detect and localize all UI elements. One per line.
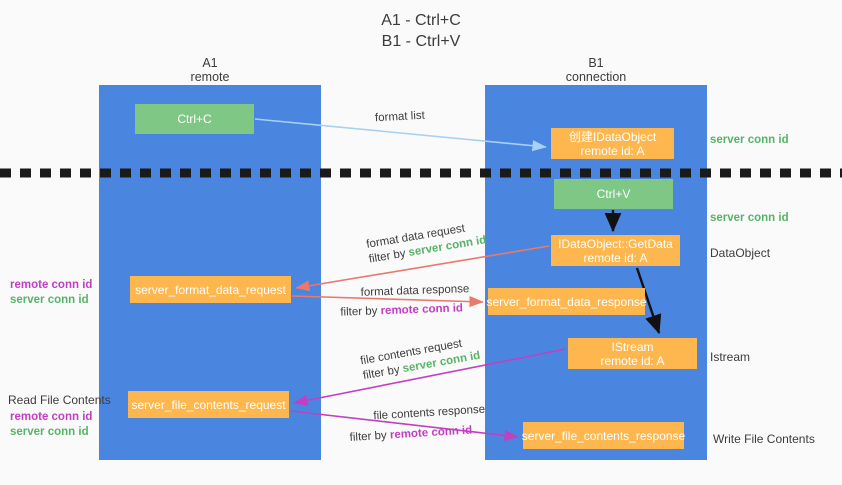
page-title: A1 - Ctrl+C B1 - Ctrl+V [0, 10, 842, 52]
filter-remote-conn-id-1: remote conn id [380, 302, 464, 318]
node-istream-label: IStream [611, 339, 654, 354]
annotation-server-conn-id-top: server conn id [710, 134, 789, 146]
panel-header-b1: B1 connection [485, 56, 707, 84]
panel-header-a1-name: A1 [202, 56, 218, 70]
node-ctrl-c[interactable]: Ctrl+C [135, 104, 254, 134]
node-ctrl-c-label: Ctrl+C [177, 112, 212, 126]
annotation-remote-conn-id-2: remote conn id [10, 411, 93, 423]
annotation-write-file-contents: Write File Contents [713, 432, 815, 446]
edge-label-file-contents-response-line1: file contents response [373, 403, 486, 423]
node-idataobject-getdata-label: IDataObject::GetData [558, 236, 673, 251]
edge-label-file-contents-response: file contents response filter by remote … [349, 403, 487, 445]
node-server-format-data-request[interactable]: server_format_data_request [130, 276, 291, 303]
panel-header-a1: A1 remote [99, 56, 321, 84]
panel-header-b1-sub: connection [565, 70, 627, 84]
node-create-idataobject-sub: remote id: A [580, 143, 645, 158]
filter-by-prefix-2: filter by [340, 305, 381, 319]
annotation-istream: Istream [710, 350, 751, 364]
panel-header-b1-name: B1 [588, 56, 604, 70]
title-line-2: B1 - Ctrl+V [381, 33, 461, 50]
node-server-file-contents-request-label: server_file_contents_request [131, 397, 286, 412]
node-idataobject-getdata[interactable]: IDataObject::GetData remote id: A [551, 235, 680, 266]
panel-header-a1-sub: remote [190, 70, 230, 84]
node-idataobject-getdata-sub: remote id: A [583, 250, 648, 265]
annotation-conn-id-group-2: remote conn id server conn id [10, 410, 92, 440]
annotation-server-conn-id-1: server conn id [10, 294, 89, 306]
node-istream-sub: remote id: A [600, 353, 665, 368]
edge-label-format-list-text: format list [374, 109, 426, 125]
edge-label-file-contents-response-line2: filter by remote conn id [349, 423, 487, 446]
annotation-server-conn-id-mid: server conn id [710, 212, 789, 224]
annotation-read-file-contents: Read File Contents [8, 393, 111, 407]
node-server-format-data-request-label: server_format_data_request [135, 282, 286, 297]
edge-label-file-contents-request: file contents request filter by server c… [359, 334, 481, 384]
node-server-file-contents-response-label: server_file_contents_response [521, 428, 686, 443]
filter-remote-conn-id-2: remote conn id [389, 424, 473, 442]
edge-label-format-list: format list [375, 109, 426, 127]
edge-label-format-data-response-line2: filter by remote conn id [340, 301, 470, 321]
edge-label-format-data-response: format data response filter by remote co… [340, 282, 470, 320]
node-server-format-data-response-label: server_format_data_response [486, 294, 647, 309]
node-ctrl-v-label: Ctrl+V [596, 187, 631, 201]
node-create-idataobject[interactable]: 创建IDataObject remote id: A [551, 128, 674, 159]
annotation-server-conn-id-2: server conn id [10, 426, 89, 438]
edge-label-format-data-request: format data request filter by server con… [365, 218, 488, 267]
node-istream[interactable]: IStream remote id: A [568, 338, 697, 369]
node-create-idataobject-label: 创建IDataObject [568, 129, 657, 144]
annotation-remote-conn-id-1: remote conn id [10, 279, 93, 291]
filter-by-prefix-4: filter by [349, 429, 391, 444]
edge-label-format-data-response-line1: format data response [360, 283, 470, 299]
annotation-dataobject: DataObject [710, 246, 771, 260]
node-ctrl-v[interactable]: Ctrl+V [554, 179, 673, 209]
title-line-1: A1 - Ctrl+C [381, 12, 461, 29]
node-server-file-contents-response[interactable]: server_file_contents_response [521, 422, 686, 449]
node-server-format-data-response[interactable]: server_format_data_response [486, 288, 647, 315]
node-server-file-contents-request[interactable]: server_file_contents_request [128, 391, 289, 418]
annotation-conn-id-group-1: remote conn id server conn id [10, 278, 92, 308]
